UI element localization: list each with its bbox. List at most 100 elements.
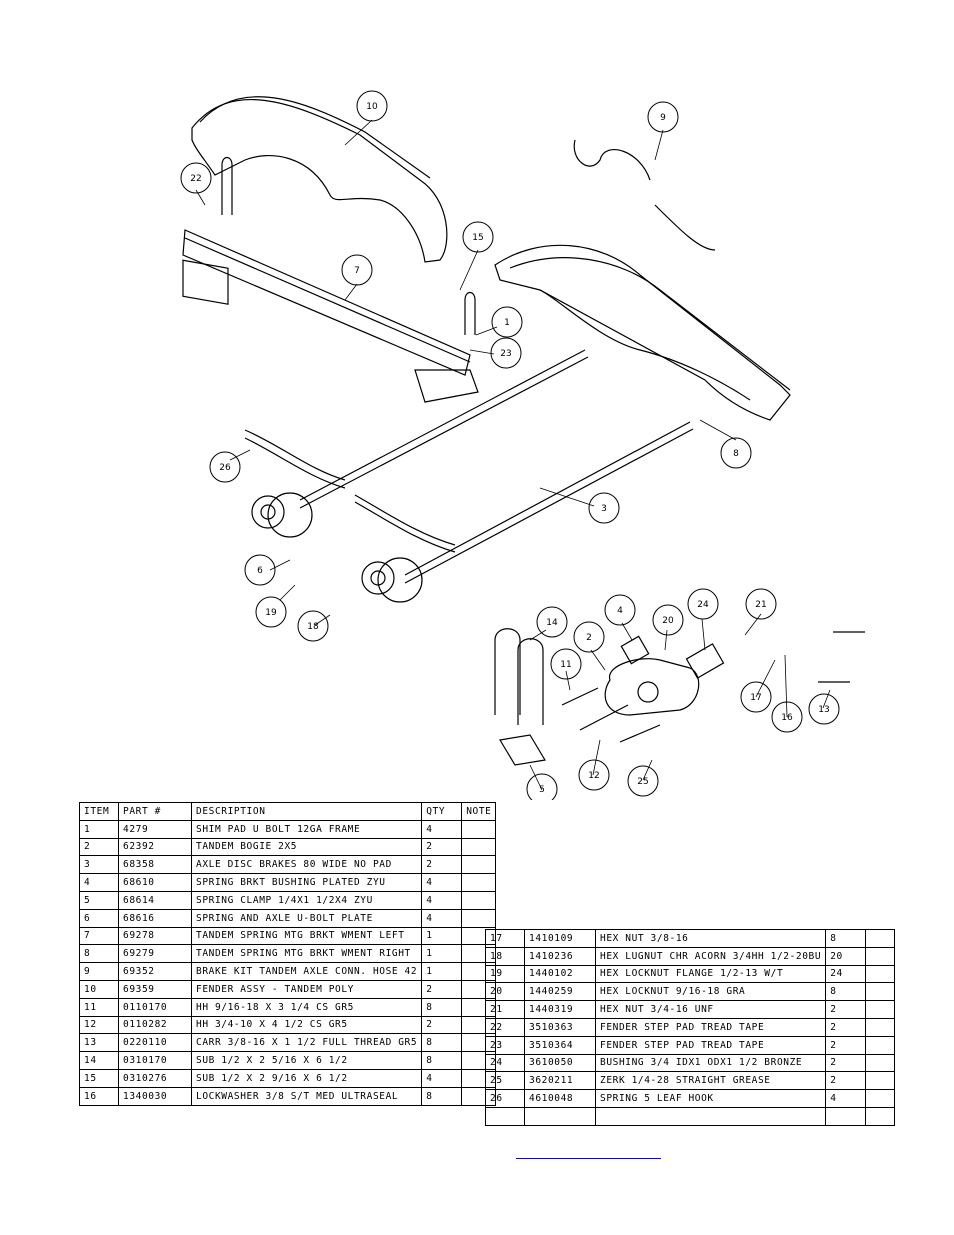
qty-cell: 2	[825, 1000, 867, 1019]
callout-label: 1	[504, 318, 510, 328]
callout-balloon	[526, 773, 558, 800]
item-cell: 15	[79, 1068, 119, 1088]
callout-balloon	[490, 337, 522, 369]
qty-cell: 8	[421, 997, 463, 1017]
callout-balloon	[255, 596, 287, 628]
callout-label: 23	[500, 349, 511, 359]
note-cell	[865, 1071, 896, 1091]
qty-cell: 1	[421, 944, 463, 964]
item-cell	[485, 1106, 525, 1126]
callout-balloon	[578, 759, 610, 791]
qty-cell: 8	[825, 982, 867, 1002]
callout-label: 6	[257, 566, 263, 576]
part-cell: 1440259	[524, 982, 596, 1002]
description-cell: SPRING BRKT BUSHING PLATED ZYU	[190, 873, 423, 892]
header-item: ITEM	[79, 802, 119, 821]
item-cell: 2	[79, 837, 119, 857]
tandem-bogie-plate	[604, 658, 700, 716]
qty-cell: 4	[421, 819, 463, 839]
callout-balloon	[209, 451, 241, 483]
header-qty: QTY	[421, 802, 463, 821]
callout-balloon	[808, 693, 840, 725]
callout-label: 20	[662, 616, 674, 626]
header-description: DESCRIPTION	[190, 802, 423, 821]
item-cell: 19	[485, 964, 525, 984]
hyperlink-underline[interactable]	[516, 1158, 661, 1159]
callout-label: 18	[307, 622, 319, 632]
note-cell	[865, 929, 896, 948]
description-cell: CARR 3/8-16 X 1 1/2 FULL THREAD GR5	[190, 1033, 423, 1053]
callout-label: 16	[781, 713, 793, 723]
part-cell: 68610	[118, 873, 192, 892]
part-cell: 1440319	[524, 1000, 596, 1019]
description-cell: ZERK 1/4-28 STRAIGHT GREASE	[594, 1071, 827, 1091]
callout-label: 24	[697, 600, 709, 610]
item-cell: 7	[79, 926, 119, 946]
callout-label: 3	[601, 504, 607, 514]
qty-cell: 8	[825, 929, 867, 948]
item-cell: 16	[79, 1086, 119, 1106]
part-cell	[524, 1106, 596, 1126]
description-cell: HEX LUGNUT CHR ACORN 3/4HH 1/2-20BU	[594, 946, 827, 966]
description-cell: SUB 1/2 X 2 9/16 X 6 1/2	[190, 1068, 423, 1088]
description-cell: TANDEM BOGIE 2X5	[190, 837, 423, 857]
item-cell: 9	[79, 962, 119, 981]
qty-cell: 8	[421, 1051, 463, 1070]
note-cell	[461, 908, 497, 928]
callout-label: 7	[354, 266, 360, 276]
qty-cell: 2	[421, 979, 463, 999]
description-cell: HEX NUT 3/4-16 UNF	[594, 1000, 827, 1019]
callout-balloon	[356, 90, 388, 122]
description-cell: SPRING AND AXLE U-BOLT PLATE	[190, 908, 423, 928]
qty-cell: 2	[421, 1015, 463, 1035]
description-cell	[594, 1106, 827, 1126]
part-cell: 0310170	[118, 1051, 192, 1070]
table-row	[485, 1106, 896, 1126]
description-cell: HEX NUT 3/8-16	[594, 929, 827, 948]
callout-balloon	[180, 162, 212, 194]
description-cell: FENDER ASSY - TANDEM POLY	[190, 979, 423, 999]
note-cell	[865, 982, 896, 1002]
bom-header-row: ITEM PART # DESCRIPTION QTY NOTE	[79, 802, 497, 821]
callout-label: 19	[265, 608, 277, 618]
callout-balloon	[652, 604, 684, 636]
qty-cell: 4	[421, 1068, 463, 1088]
qty-cell: 4	[421, 908, 463, 928]
note-cell	[461, 890, 497, 910]
part-cell: 69352	[118, 962, 192, 981]
note-cell	[461, 855, 497, 875]
description-cell: HH 9/16-18 X 3 1/4 CS GR5	[190, 997, 423, 1017]
item-cell: 11	[79, 997, 119, 1017]
qty-cell: 24	[825, 964, 867, 984]
qty-cell: 20	[825, 946, 867, 966]
description-cell: TANDEM SPRING MTG BRKT WMENT RIGHT	[190, 944, 423, 964]
note-cell	[865, 946, 896, 966]
qty-cell: 2	[421, 837, 463, 857]
callout-label: 17	[750, 693, 761, 703]
part-cell: 1410109	[524, 929, 596, 948]
part-cell: 62392	[118, 837, 192, 857]
description-cell: SHIM PAD U BOLT 12GA FRAME	[190, 819, 423, 839]
header-part: PART #	[118, 802, 192, 821]
part-cell: 69278	[118, 926, 192, 946]
description-cell: BUSHING 3/4 IDX1 ODX1 1/2 BRONZE	[594, 1053, 827, 1073]
callout-balloon	[720, 437, 752, 469]
part-cell: 0110170	[118, 997, 192, 1017]
qty-cell: 2	[825, 1017, 867, 1037]
qty-cell: 1	[421, 962, 463, 981]
